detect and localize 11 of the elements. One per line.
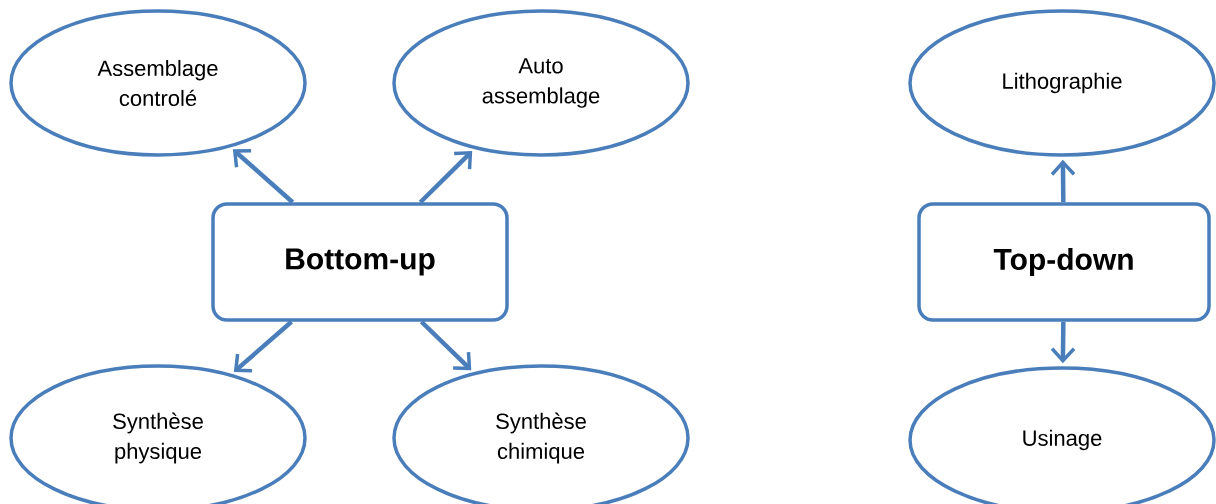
ellipse-node: Auto assemblage <box>392 9 690 157</box>
rounded-box: Bottom-up <box>211 202 509 322</box>
arrow <box>1050 321 1076 364</box>
arrow <box>419 320 472 371</box>
ellipse-node: Lithographie <box>908 9 1216 157</box>
arrow <box>418 151 473 204</box>
rounded-box: Top-down <box>917 202 1211 322</box>
ellipse-node: Assemblage controlé <box>9 9 307 157</box>
arrow <box>1050 159 1076 203</box>
arrow <box>232 149 295 204</box>
arrow <box>233 320 293 373</box>
